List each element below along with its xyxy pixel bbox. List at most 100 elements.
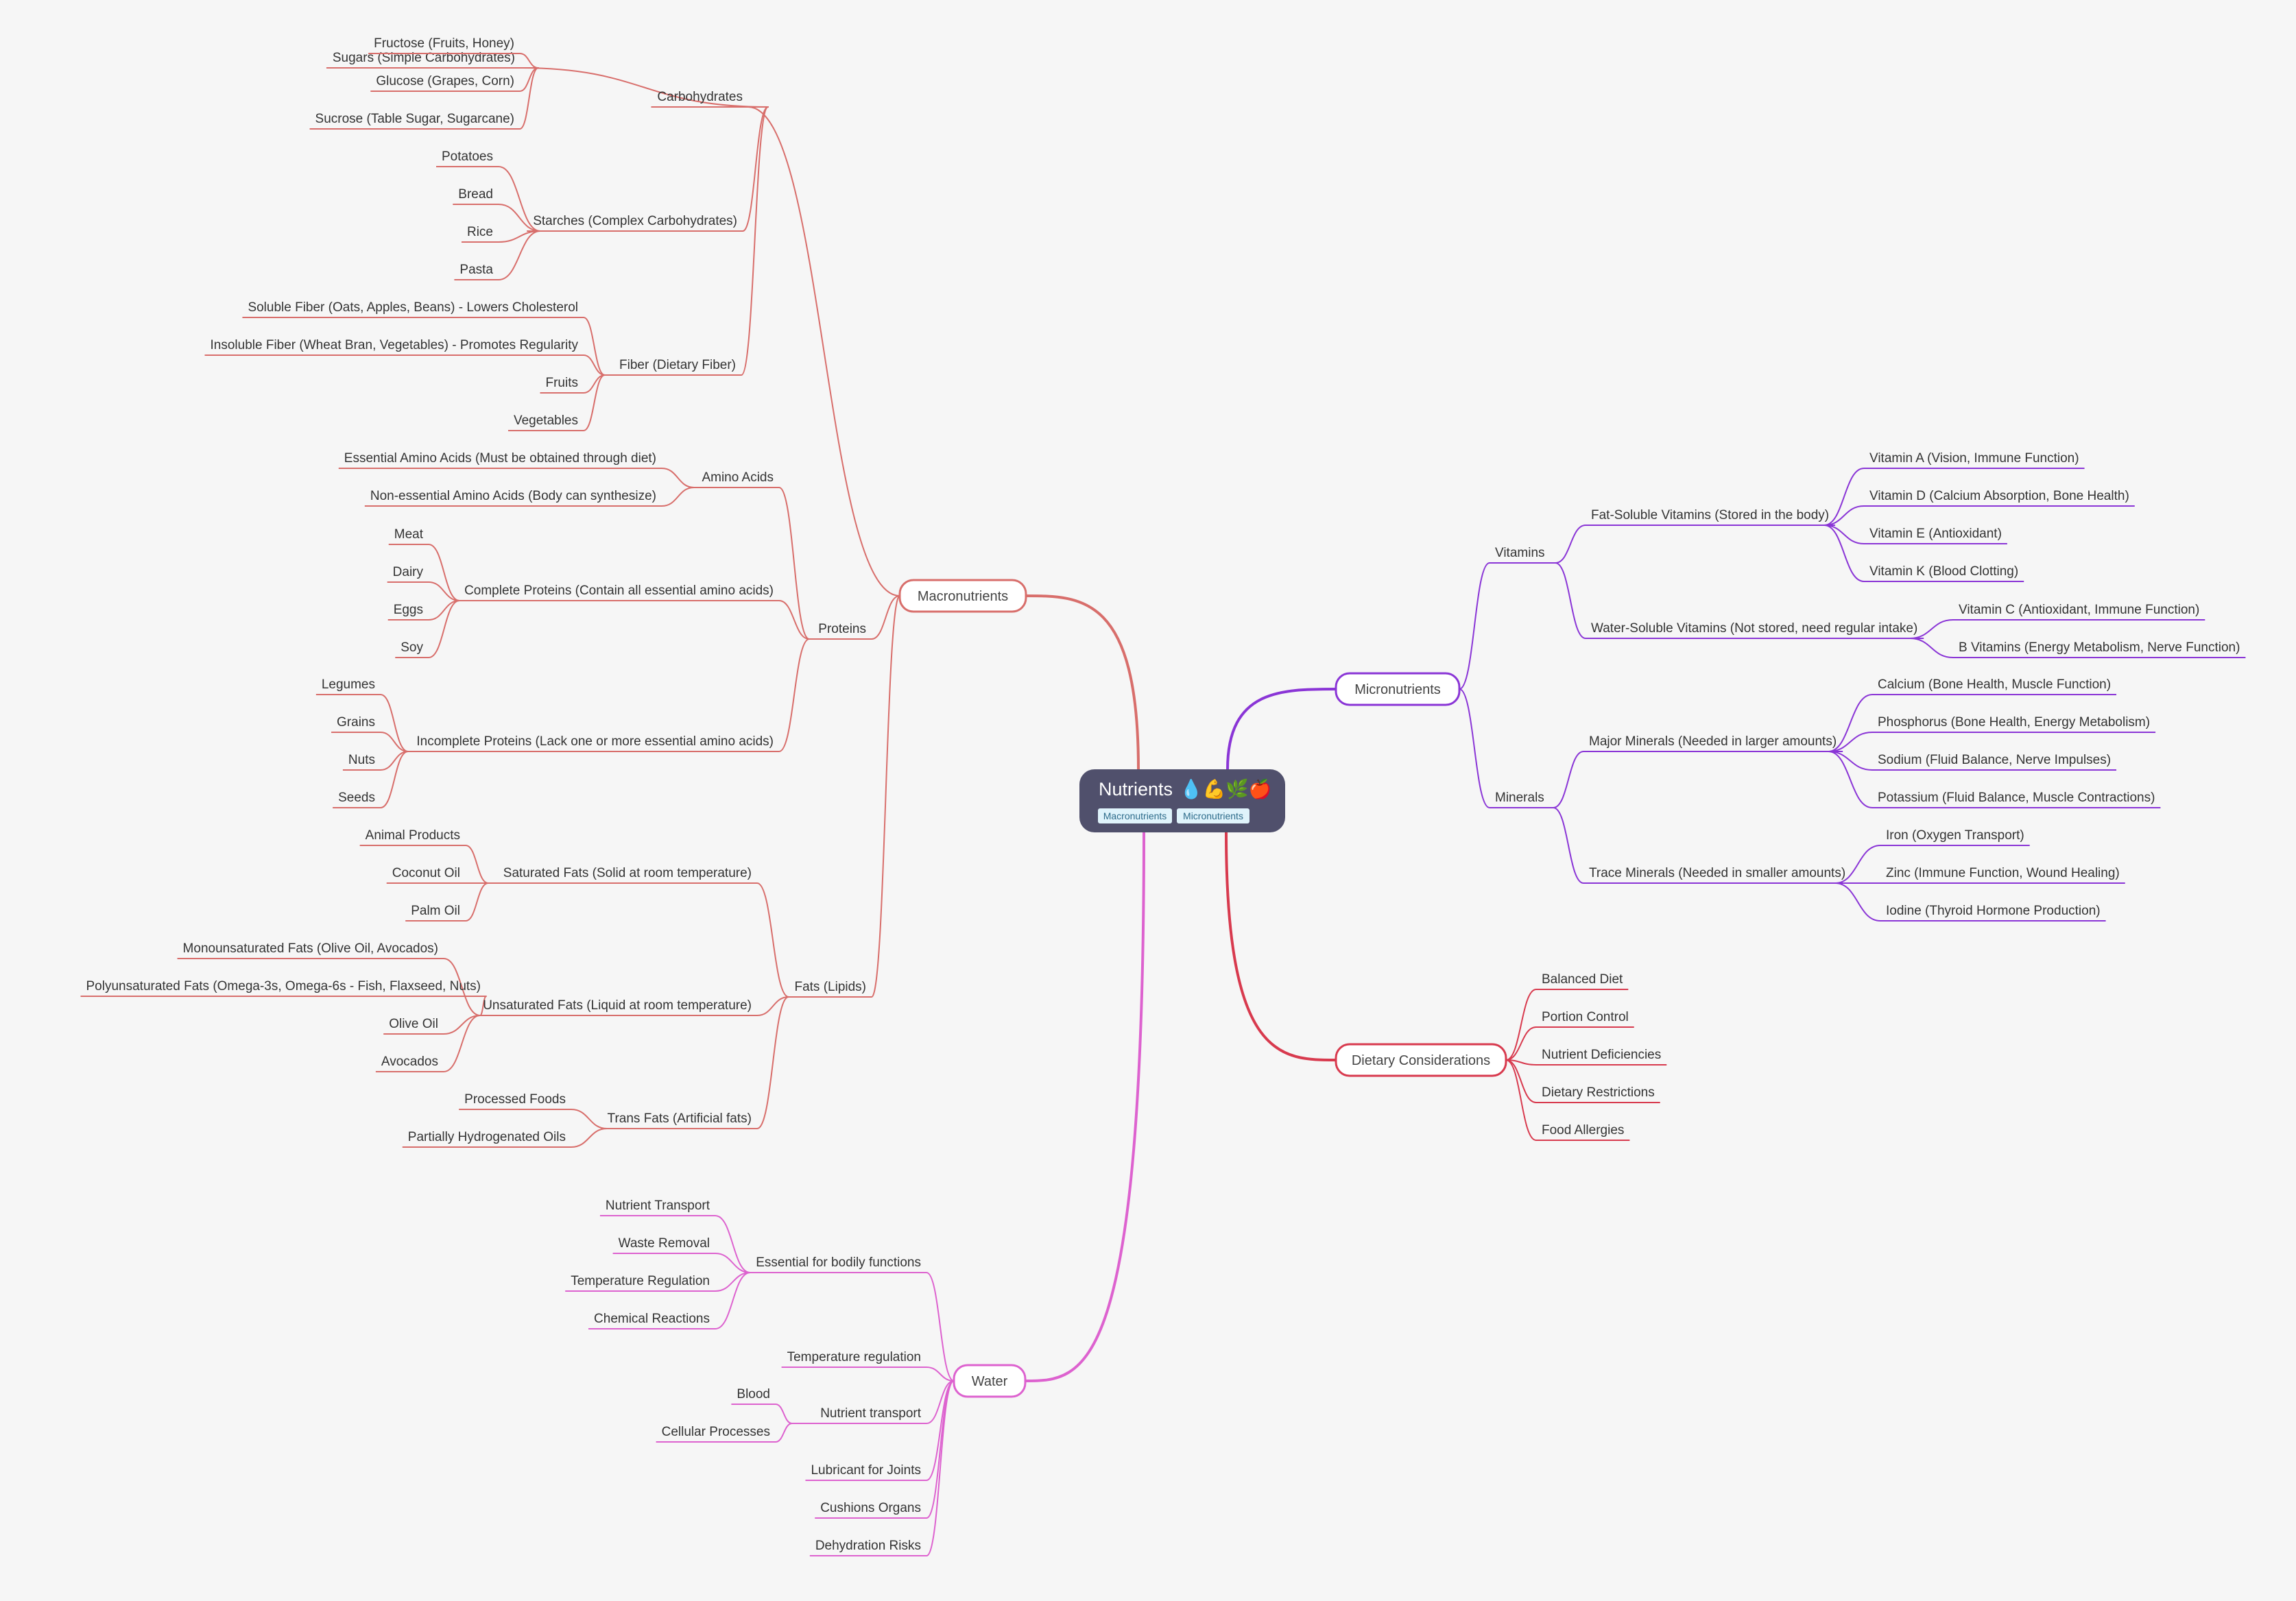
node-sucrose-table-sugar-sugarcane[interactable]: Sucrose (Table Sugar, Sugarcane) [309,112,520,130]
node-label: Fructose (Fruits, Honey) [374,36,514,51]
node-complete-proteins-contain-all-essential-amino-ac[interactable]: Complete Proteins (Contain all essential… [459,583,779,601]
node-zinc-immune-function-wound-healing[interactable]: Zinc (Immune Function, Wound Healing) [1880,866,2125,884]
node-vitamin-k-blood-clotting[interactable]: Vitamin K (Blood Clotting) [1864,564,2024,582]
node-eggs[interactable]: Eggs [387,603,429,621]
node-palm-oil[interactable]: Palm Oil [405,904,466,922]
node-dehydration-risks[interactable]: Dehydration Risks [809,1539,926,1556]
node-insoluble-fiber-wheat-bran-vegetables-promotes-r[interactable]: Insoluble Fiber (Wheat Bran, Vegetables)… [204,338,584,356]
node-temperature-regulation[interactable]: Temperature Regulation [565,1274,715,1292]
tag-micronutrients[interactable]: Micronutrients [1183,810,1243,821]
node-nutrient-deficiencies[interactable]: Nutrient Deficiencies [1536,1048,1667,1066]
node-legumes[interactable]: Legumes [315,677,381,695]
node-calcium-bone-health-muscle-function[interactable]: Calcium (Bone Health, Muscle Function) [1872,677,2117,695]
node-label: Essential Amino Acids (Must be obtained … [344,451,656,466]
link-processed-foods [571,1109,608,1129]
node-sodium-fluid-balance-nerve-impulses[interactable]: Sodium (Fluid Balance, Nerve Impulses) [1872,753,2117,771]
node-saturated-fats-solid-at-room-temperature[interactable]: Saturated Fats (Solid at room temperatur… [497,866,757,884]
tag-macronutrients[interactable]: Macronutrients [1103,810,1167,821]
node-nuts[interactable]: Nuts [342,753,381,771]
node-iron-oxygen-transport[interactable]: Iron (Oxygen Transport) [1880,828,2030,846]
node-label: Palm Oil [411,904,460,918]
node-unsaturated-fats-liquid-at-room-temperature[interactable]: Unsaturated Fats (Liquid at room tempera… [477,998,757,1016]
node-b-vitamins-energy-metabolism-nerve-function[interactable]: B Vitamins (Energy Metabolism, Nerve Fun… [1953,640,2246,658]
branch-label: Dietary Considerations [1352,1053,1490,1068]
node-avocados[interactable]: Avocados [375,1055,444,1072]
node-fructose-fruits-honey[interactable]: Fructose (Fruits, Honey) [368,36,520,54]
node-iodine-thyroid-hormone-production[interactable]: Iodine (Thyroid Hormone Production) [1880,904,2106,922]
node-processed-foods[interactable]: Processed Foods [459,1092,571,1110]
root-node[interactable]: Nutrients 💧💪🌿🍎 Macronutrients Micronutri… [1079,769,1285,832]
node-bread[interactable]: Bread [453,187,499,205]
root-title: Nutrients [1099,779,1173,799]
node-potatoes[interactable]: Potatoes [436,149,499,167]
node-balanced-diet[interactable]: Balanced Diet [1536,972,1629,990]
branch-micro[interactable]: Micronutrients [1335,672,1461,706]
node-vitamins[interactable]: Vitamins [1490,546,1551,564]
node-grains[interactable]: Grains [331,715,381,733]
branch-dietary[interactable]: Dietary Considerations [1335,1043,1507,1077]
node-food-allergies[interactable]: Food Allergies [1536,1123,1630,1141]
node-dietary-restrictions[interactable]: Dietary Restrictions [1536,1085,1660,1103]
node-portion-control[interactable]: Portion Control [1536,1010,1634,1028]
node-cushions-organs[interactable]: Cushions Organs [815,1501,926,1519]
link-cellular-processes [775,1423,793,1443]
node-blood[interactable]: Blood [731,1387,776,1405]
node-vitamin-a-vision-immune-function[interactable]: Vitamin A (Vision, Immune Function) [1864,451,2085,469]
node-chemical-reactions[interactable]: Chemical Reactions [588,1312,715,1329]
node-vitamin-e-antioxidant[interactable]: Vitamin E (Antioxidant) [1864,527,2007,544]
node-phosphorus-bone-health-energy-metabolism[interactable]: Phosphorus (Bone Health, Energy Metaboli… [1872,715,2156,733]
node-nutrient-transport[interactable]: Nutrient transport [815,1406,926,1424]
node-label: Sodium (Fluid Balance, Nerve Impulses) [1878,753,2111,767]
node-monounsaturated-fats-olive-oil-avocados[interactable]: Monounsaturated Fats (Olive Oil, Avocado… [177,941,444,959]
node-amino-acids[interactable]: Amino Acids [696,470,779,488]
node-soy[interactable]: Soy [395,640,429,658]
node-non-essential-amino-acids-body-can-synthesize[interactable]: Non-essential Amino Acids (Body can synt… [364,489,662,507]
node-potassium-fluid-balance-muscle-contractions[interactable]: Potassium (Fluid Balance, Muscle Contrac… [1872,791,2161,808]
node-soluble-fiber-oats-apples-beans-lowers-cholester[interactable]: Soluble Fiber (Oats, Apples, Beans) - Lo… [242,300,584,318]
node-polyunsaturated-fats-omega-3s-omega-6s-fish-flax[interactable]: Polyunsaturated Fats (Omega-3s, Omega-6s… [80,979,487,997]
node-trans-fats-artificial-fats[interactable]: Trans Fats (Artificial fats) [601,1111,757,1129]
node-temperature-regulation[interactable]: Temperature regulation [781,1350,926,1368]
node-partially-hydrogenated-oils[interactable]: Partially Hydrogenated Oils [402,1130,571,1148]
node-seeds[interactable]: Seeds [333,791,381,808]
link-waste-removal [715,1253,751,1273]
node-vegetables[interactable]: Vegetables [507,413,584,431]
node-vitamin-d-calcium-absorption-bone-health[interactable]: Vitamin D (Calcium Absorption, Bone Heal… [1864,489,2135,507]
node-lubricant-for-joints[interactable]: Lubricant for Joints [805,1463,926,1481]
node-proteins[interactable]: Proteins [813,622,872,640]
node-fats-lipids[interactable]: Fats (Lipids) [789,980,872,998]
node-nutrient-transport[interactable]: Nutrient Transport [599,1199,715,1216]
node-fiber-dietary-fiber[interactable]: Fiber (Dietary Fiber) [614,358,741,376]
node-trace-minerals-needed-in-smaller-amounts[interactable]: Trace Minerals (Needed in smaller amount… [1583,866,1852,884]
branch-macro[interactable]: Macronutrients [898,579,1027,613]
node-essential-for-bodily-functions[interactable]: Essential for bodily functions [750,1255,926,1273]
node-major-minerals-needed-in-larger-amounts[interactable]: Major Minerals (Needed in larger amounts… [1583,734,1843,752]
node-essential-amino-acids-must-be-obtained-through-d[interactable]: Essential Amino Acids (Must be obtained … [338,451,662,469]
link-root-micro [1226,688,1337,771]
node-water-soluble-vitamins-not-stored-need-regular-i[interactable]: Water-Soluble Vitamins (Not stored, need… [1586,621,1924,639]
link-starches-complex-carbohydrates [742,106,769,232]
node-label: Food Allergies [1542,1123,1624,1137]
node-rice[interactable]: Rice [461,225,499,243]
branch-water[interactable]: Water [953,1364,1027,1398]
node-vitamin-c-antioxidant-immune-function[interactable]: Vitamin C (Antioxidant, Immune Function) [1953,603,2205,621]
node-pasta[interactable]: Pasta [454,263,499,280]
node-meat[interactable]: Meat [388,527,429,545]
node-carbohydrates[interactable]: Carbohydrates [651,90,748,108]
node-fruits[interactable]: Fruits [540,376,584,394]
node-glucose-grapes-corn[interactable]: Glucose (Grapes, Corn) [370,74,520,92]
node-sugars-simple-carbohydrates[interactable]: Sugars (Simple Carbohydrates) [326,51,521,69]
node-label: Zinc (Immune Function, Wound Healing) [1886,866,2120,880]
node-minerals[interactable]: Minerals [1490,791,1550,808]
link-root-macro [1025,594,1140,771]
node-fat-soluble-vitamins-stored-in-the-body[interactable]: Fat-Soluble Vitamins (Stored in the body… [1586,508,1835,526]
node-coconut-oil[interactable]: Coconut Oil [386,866,466,884]
node-starches-complex-carbohydrates[interactable]: Starches (Complex Carbohydrates) [527,214,743,232]
node-cellular-processes[interactable]: Cellular Processes [656,1425,776,1443]
node-incomplete-proteins-lack-one-or-more-essential-a[interactable]: Incomplete Proteins (Lack one or more es… [411,734,779,752]
node-waste-removal[interactable]: Waste Removal [612,1236,715,1254]
node-animal-products[interactable]: Animal Products [359,828,466,846]
node-label: Animal Products [366,828,460,843]
node-olive-oil[interactable]: Olive Oil [383,1017,444,1035]
node-dairy[interactable]: Dairy [387,565,429,583]
